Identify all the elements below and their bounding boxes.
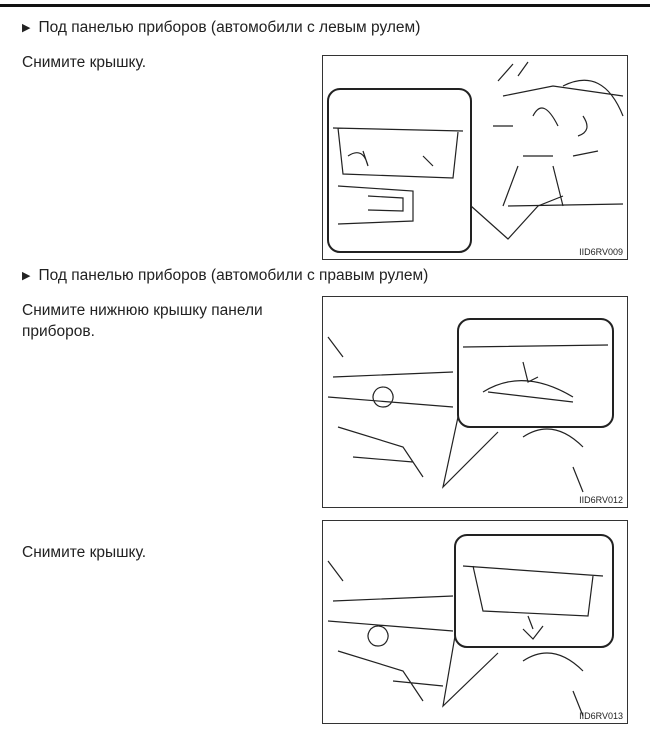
figure-code: IID6RV009 [579, 247, 623, 257]
figure-rhd-lower-panel: IID6RV012 [322, 296, 628, 508]
step-line: приборов. [22, 323, 95, 340]
figure-code: IID6RV013 [579, 711, 623, 721]
figure-rhd-cover: IID6RV013 [322, 520, 628, 724]
triangle-right-icon: ▶ [22, 22, 31, 34]
step-text: Снимите крышку. [22, 54, 147, 71]
figure-code: IID6RV012 [579, 495, 623, 505]
heading-text: Под панелью приборов (автомобили с левым… [38, 19, 421, 36]
section-heading-lhd: ▶ Под панелью приборов (автомобили с левы… [22, 17, 420, 39]
triangle-right-icon: ▶ [22, 270, 31, 282]
section-heading-rhd: ▶ Под панелью приборов (автомобили с прав… [22, 265, 428, 287]
figure-lhd-cover: IID6RV009 [322, 55, 628, 260]
heading-text: Под панелью приборов (автомобили с правы… [38, 267, 429, 284]
step-line: Снимите нижнюю крышку панели [22, 302, 263, 319]
top-rule [0, 4, 650, 7]
step-text: Снимите нижнюю крышку панели приборов. [22, 300, 312, 342]
step-text: Снимите крышку. [22, 544, 147, 561]
